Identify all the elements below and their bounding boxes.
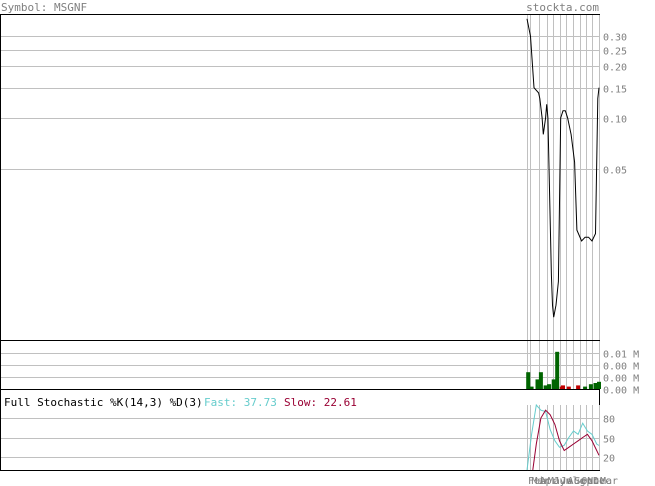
volume-bar bbox=[551, 379, 556, 389]
volume-bar bbox=[588, 384, 593, 389]
volume-bars bbox=[526, 351, 601, 389]
volume-tick-label: 0.01 M bbox=[603, 350, 639, 361]
symbol-label: Symbol: MSGNF bbox=[1, 1, 87, 14]
x-axis-label: Apr bbox=[540, 476, 558, 486]
price-tick-label: 0.30 bbox=[603, 33, 627, 44]
volume-bar bbox=[547, 384, 552, 389]
volume-axis-ticks: 0.01 M0.00 M0.00 M0.00 M bbox=[603, 350, 639, 397]
price-panel bbox=[0, 14, 600, 341]
volume-tick-label: 0.00 M bbox=[603, 374, 639, 385]
volume-bar bbox=[583, 386, 588, 389]
price-grid bbox=[1, 36, 599, 170]
stochastic-tick-label: 20 bbox=[603, 454, 615, 465]
volume-bar bbox=[561, 385, 565, 389]
x-axis-label: Feb bbox=[528, 476, 546, 486]
x-axis-label: Nov bbox=[587, 476, 605, 486]
stochastic-tick-label: 50 bbox=[603, 435, 615, 446]
site-label: stockta.com bbox=[526, 1, 599, 14]
x-axis-label: Mar bbox=[532, 476, 550, 486]
volume-bar bbox=[593, 383, 598, 389]
stochastic-fast-line bbox=[526, 403, 600, 471]
price-tick-label: 0.05 bbox=[603, 166, 627, 177]
x-axis-label: Sep bbox=[575, 476, 593, 486]
volume-bar bbox=[576, 385, 581, 389]
x-axis-label: Jun bbox=[554, 476, 572, 486]
price-tick-label: 0.10 bbox=[603, 115, 627, 126]
stochastic-slow-line bbox=[532, 409, 600, 471]
volume-tick-label: 0.00 M bbox=[603, 386, 639, 397]
x-axis-label: Jul bbox=[561, 476, 579, 486]
volume-bar bbox=[538, 372, 543, 389]
volume-bar bbox=[555, 351, 560, 389]
x-axis-label: Dec bbox=[593, 476, 611, 486]
x-axis-label: Aug bbox=[568, 476, 586, 486]
price-tick-label: 0.15 bbox=[603, 85, 627, 96]
volume-tick-label: 0.00 M bbox=[603, 362, 639, 373]
price-axis-ticks: 0.30 0.25 0.20 0.15 0.10 0.05 bbox=[603, 33, 627, 177]
price-line bbox=[526, 18, 600, 318]
volume-bar bbox=[535, 379, 540, 389]
price-tick-label: 0.25 bbox=[603, 47, 627, 58]
volume-bar bbox=[526, 372, 531, 389]
volume-bar bbox=[566, 386, 571, 389]
stochastic-tick-label: 80 bbox=[603, 415, 615, 426]
price-tick-label: 0.20 bbox=[603, 63, 627, 74]
price-vertical-grid bbox=[527, 15, 600, 340]
x-axis-label: Mar bbox=[600, 476, 618, 486]
stochastic-axis-ticks: 80 50 20 bbox=[603, 415, 615, 465]
volume-bar bbox=[543, 385, 548, 389]
stochastic-grid bbox=[1, 405, 600, 470]
stochastic-title: Full Stochastic %K(14,3) %D(3) bbox=[4, 396, 203, 409]
stochastic-slow-value: Slow: 22.61 bbox=[284, 396, 357, 409]
volume-bar bbox=[529, 386, 534, 389]
stochastic-fast-value: Fast: 37.73 bbox=[204, 396, 277, 409]
x-axis-label: May bbox=[548, 476, 566, 486]
x-axis-label: Oct bbox=[581, 476, 599, 486]
volume-bar bbox=[597, 381, 601, 389]
